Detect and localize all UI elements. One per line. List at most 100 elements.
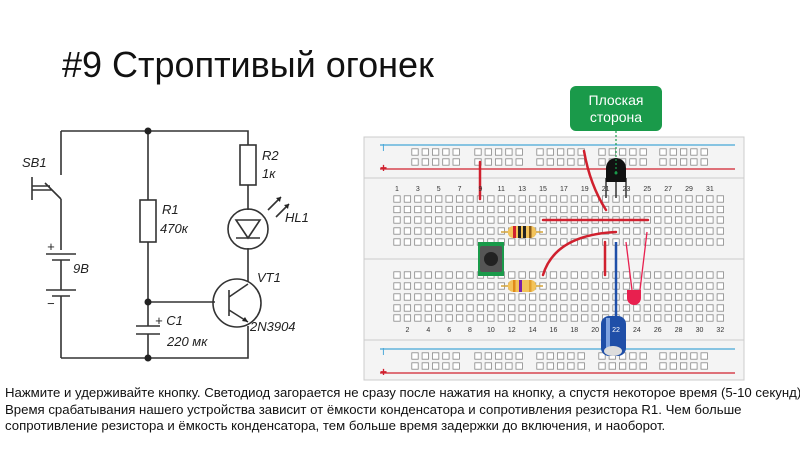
breadboard-hole: [690, 158, 698, 166]
breadboard-hole: [608, 148, 616, 156]
breadboard-hole: [664, 282, 672, 290]
breadboard-hole: [654, 293, 662, 301]
column-number: 29: [685, 186, 693, 193]
breadboard-hole: [414, 282, 422, 290]
breadboard-hole: [695, 282, 704, 290]
breadboard-hole: [567, 158, 575, 166]
breadboard-hole: [431, 352, 440, 360]
breadboard-hole: [700, 362, 708, 370]
junction-dot: [144, 354, 152, 362]
breadboard-hole: [664, 271, 672, 279]
breadboard-hole: [675, 304, 683, 312]
column-number: 18: [570, 327, 578, 334]
breadboard-hole: [659, 362, 667, 370]
circuit-schematic: SB1 + 9В − R1 470к R2 1к HL1 VT1 2N3904 …: [22, 127, 309, 362]
battery-minus: −: [47, 296, 55, 311]
breadboard-hole: [549, 314, 558, 322]
breadboard-hole: [570, 304, 578, 312]
breadboard-hole: [706, 314, 714, 322]
breadboard-hole: [680, 362, 688, 370]
breadboard-hole: [445, 271, 453, 279]
breadboard-hole: [518, 195, 526, 203]
breadboard-hole: [639, 148, 647, 156]
breadboard-hole: [659, 158, 667, 166]
breadboard-hole: [549, 293, 558, 301]
breadboard-hole: [669, 352, 677, 360]
breadboard-hole: [424, 282, 432, 290]
breadboard-hole: [455, 205, 464, 214]
breadboard-hole: [445, 282, 453, 290]
breadboard-hole: [508, 314, 516, 322]
column-number: 25: [643, 186, 651, 193]
wire-top: [61, 130, 249, 145]
breadboard-hole: [716, 205, 724, 214]
breadboard-hole: [403, 314, 412, 322]
breadboard-hole: [633, 282, 641, 290]
column-number: 31: [706, 186, 714, 193]
breadboard-hole: [619, 362, 627, 370]
wire-rail-to-col21: [582, 149, 608, 212]
rail-minus-label: I: [382, 347, 385, 358]
breadboard-hole: [560, 271, 568, 279]
breadboard-hole: [487, 304, 495, 312]
breadboard-hole: [602, 227, 610, 235]
battery: [46, 253, 76, 358]
breadboard-hole: [476, 216, 485, 224]
breadboard-hole: [414, 293, 422, 301]
breadboard-hole: [466, 238, 474, 246]
breadboard-hole: [716, 227, 724, 235]
breadboard-hole: [403, 271, 412, 279]
breadboard-hole: [393, 304, 401, 312]
column-number: 14: [529, 327, 537, 334]
breadboard-hole: [431, 148, 440, 156]
breadboard-hole: [598, 158, 606, 166]
breadboard-hole: [549, 205, 558, 214]
breadboard-hole: [445, 195, 453, 203]
column-number: 27: [664, 186, 672, 193]
breadboard-hole: [549, 304, 558, 312]
breadboard-hole: [685, 195, 693, 203]
breadboard-hole: [494, 148, 503, 156]
resistor-r1: [139, 199, 157, 243]
breadboard-hole: [622, 227, 631, 235]
breadboard-hole: [716, 216, 724, 224]
breadboard-hole: [497, 314, 505, 322]
breadboard-hole: [700, 148, 708, 156]
breadboard-hole: [591, 282, 599, 290]
r2-label: R2: [262, 148, 279, 163]
breadboard-hole: [466, 205, 474, 214]
breadboard-hole: [494, 362, 503, 370]
breadboard-hole: [497, 227, 505, 235]
breadboard-hole: [487, 227, 495, 235]
breadboard-hole: [474, 352, 482, 360]
breadboard-hole: [560, 195, 568, 203]
breadboard-hole: [452, 352, 460, 360]
breadboard-hole: [639, 352, 647, 360]
breadboard-hole: [549, 282, 558, 290]
r1-label: R1: [162, 202, 179, 217]
breadboard-hole: [622, 304, 631, 312]
breadboard-hole: [474, 362, 482, 370]
breadboard-hole: [654, 238, 662, 246]
breadboard-hole: [528, 293, 537, 301]
breadboard-hole: [539, 314, 547, 322]
breadboard-hole: [487, 293, 495, 301]
breadboard-hole: [403, 195, 412, 203]
wire-arc: [541, 230, 618, 277]
column-number: 4: [426, 327, 430, 334]
breadboard-hole: [633, 314, 641, 322]
breadboard-hole: [487, 205, 495, 214]
breadboard-hole: [664, 227, 672, 235]
column-number: 13: [518, 186, 526, 193]
breadboard-hole: [643, 293, 651, 301]
breadboard-hole: [700, 158, 708, 166]
breadboard-hole: [695, 216, 704, 224]
breadboard-hole: [424, 314, 432, 322]
column-number: 19: [581, 186, 589, 193]
column-number: 26: [654, 327, 662, 334]
breadboard-hole: [494, 352, 503, 360]
breadboard-hole: [581, 293, 589, 301]
breadboard-hole: [685, 304, 693, 312]
breadboard-hole: [643, 271, 651, 279]
breadboard-hole: [421, 158, 429, 166]
